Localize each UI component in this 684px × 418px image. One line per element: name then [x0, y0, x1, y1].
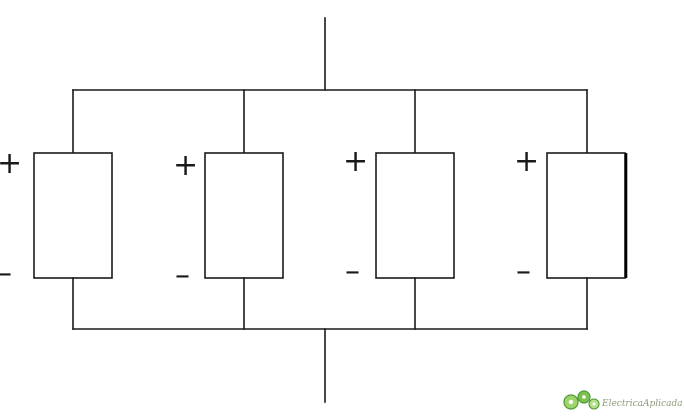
cell-1-plus-label: + — [0, 146, 22, 181]
cell-4-box — [546, 152, 626, 279]
cell-3-box — [375, 152, 455, 279]
cell-4-plus-label: + — [514, 144, 539, 179]
cell-3: + – — [343, 89, 455, 330]
cell-2-plus-label: + — [173, 148, 198, 183]
cell-3-plus-label: + — [343, 144, 368, 179]
cell-2-minus-label: – — [175, 258, 190, 293]
watermark: ElectricaAplicada — [563, 390, 683, 410]
cell-3-minus-label: – — [345, 254, 360, 289]
watermark-text: ElectricaAplicada — [601, 399, 683, 409]
green-gears-logo-icon — [563, 390, 600, 410]
cell-2: + – — [173, 89, 284, 330]
cell-2-box — [204, 152, 284, 279]
cell-1-minus-label: – — [0, 256, 12, 291]
cell-1: + – — [0, 89, 113, 330]
cell-4-minus-label: – — [516, 254, 531, 289]
cell-1-box — [33, 152, 113, 279]
cell-4: + – — [514, 89, 628, 330]
